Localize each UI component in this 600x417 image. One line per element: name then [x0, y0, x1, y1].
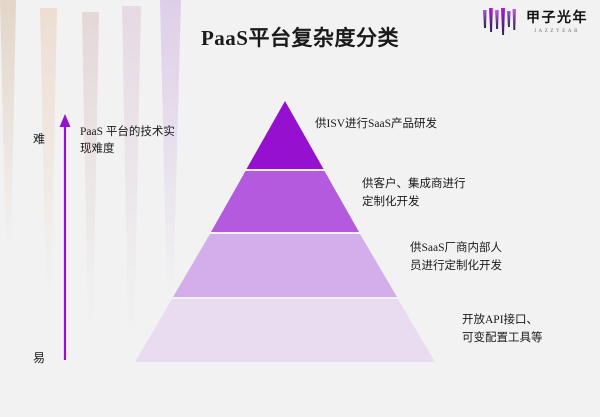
logo-wordmark: 甲子光年 JAZZYEAR [526, 11, 588, 35]
axis-label-hard: 难 [33, 132, 46, 146]
axis-note: PaaS 平台的技术实现难度 [80, 126, 175, 156]
pyramid-label-tier-4: 开放API接口、 可变配置工具等 [462, 314, 543, 344]
page-title: PaaS平台复杂度分类 [200, 26, 399, 50]
difficulty-axis-arrow [59, 114, 71, 360]
pyramid-tier-1[interactable] [246, 101, 324, 169]
logo-stripes-icon [483, 8, 516, 35]
pyramid-tier-4[interactable] [135, 299, 435, 362]
logo-name-cn: 甲子光年 [526, 11, 588, 26]
pyramid-label-tier-2: 供客户、集成商进行 定制化开发 [362, 178, 466, 208]
pyramid-label-tier-3: 供SaaS厂商内部人 员进行定制化开发 [410, 242, 502, 272]
pyramid-tier-2[interactable] [211, 171, 359, 232]
axis-label-easy: 易 [33, 351, 46, 365]
pyramid-tier-3[interactable] [173, 234, 397, 297]
brand-logo: 甲子光年 JAZZYEAR [481, 8, 588, 38]
logo-name-en: JAZZYEAR [533, 29, 581, 34]
pyramid-label-tier-1: 供ISV进行SaaS产品研发 [315, 118, 438, 130]
